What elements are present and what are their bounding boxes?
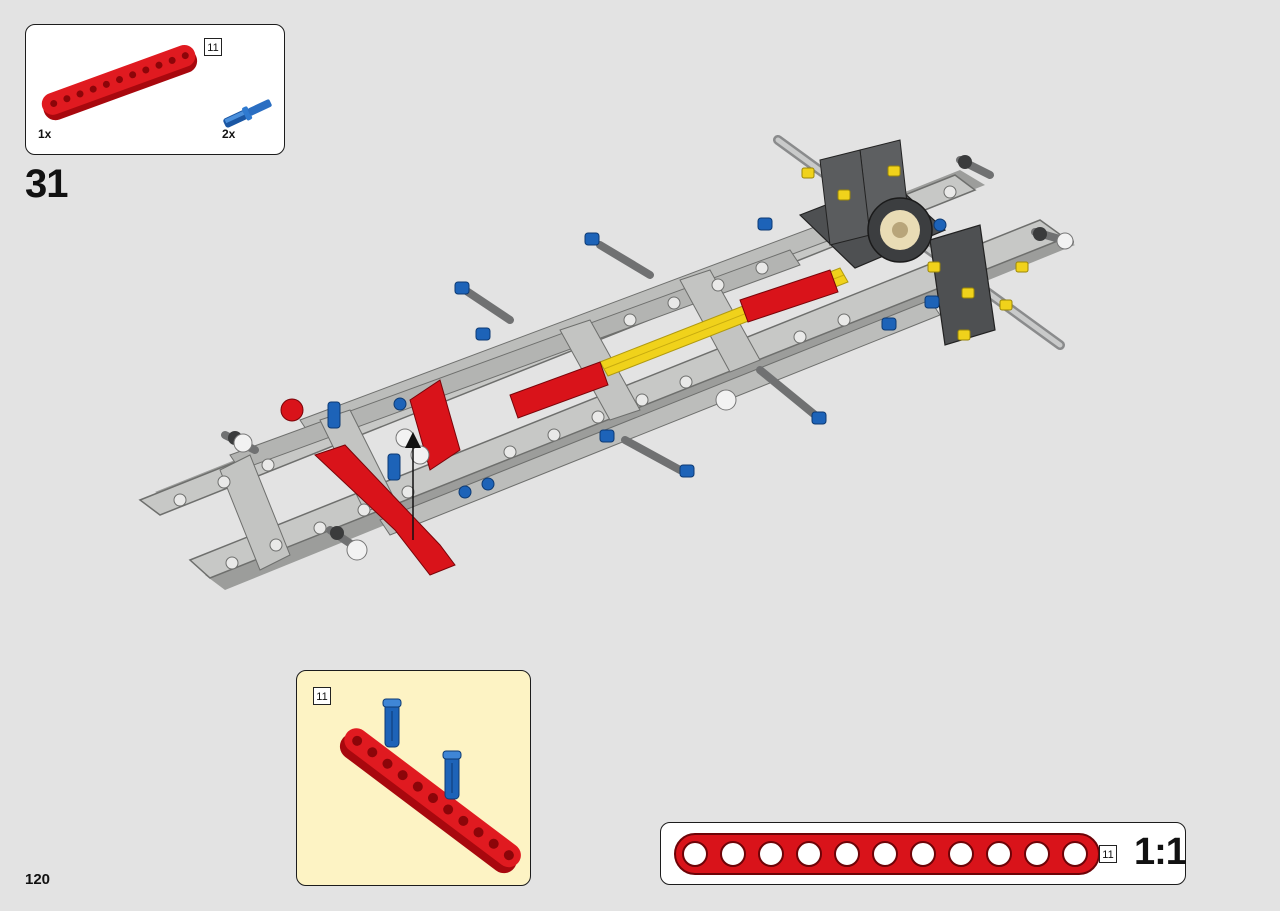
part-quantity-pin: 2x	[222, 127, 236, 141]
scale-length-box: 11	[1099, 845, 1117, 863]
parts-list-panel: 11 1x 2x	[25, 24, 285, 155]
scale-reference-panel: 11 1:1	[660, 822, 1187, 885]
sub-assembly-callout: 11	[296, 670, 531, 886]
callout-length-box: 11	[313, 687, 331, 705]
step-number: 31	[25, 162, 68, 206]
chassis-assembly-illustration	[138, 135, 1075, 590]
blue-pin	[442, 750, 462, 800]
callout-arrow	[405, 432, 421, 540]
beam-11-actual-size	[674, 833, 1100, 875]
red-beam-11-part-image	[41, 44, 198, 121]
part-length-box: 11	[204, 38, 222, 56]
part-quantity-beam: 1x	[38, 127, 52, 141]
blue-axle-pin-part-image	[223, 99, 272, 128]
differential-housing	[798, 139, 996, 346]
red-beam-with-pins-image	[339, 698, 521, 874]
red-steering-parts	[280, 269, 839, 576]
scale-ratio-label: 1:1	[1134, 831, 1187, 873]
page-number: 120	[25, 871, 51, 888]
blue-pin	[382, 698, 402, 748]
